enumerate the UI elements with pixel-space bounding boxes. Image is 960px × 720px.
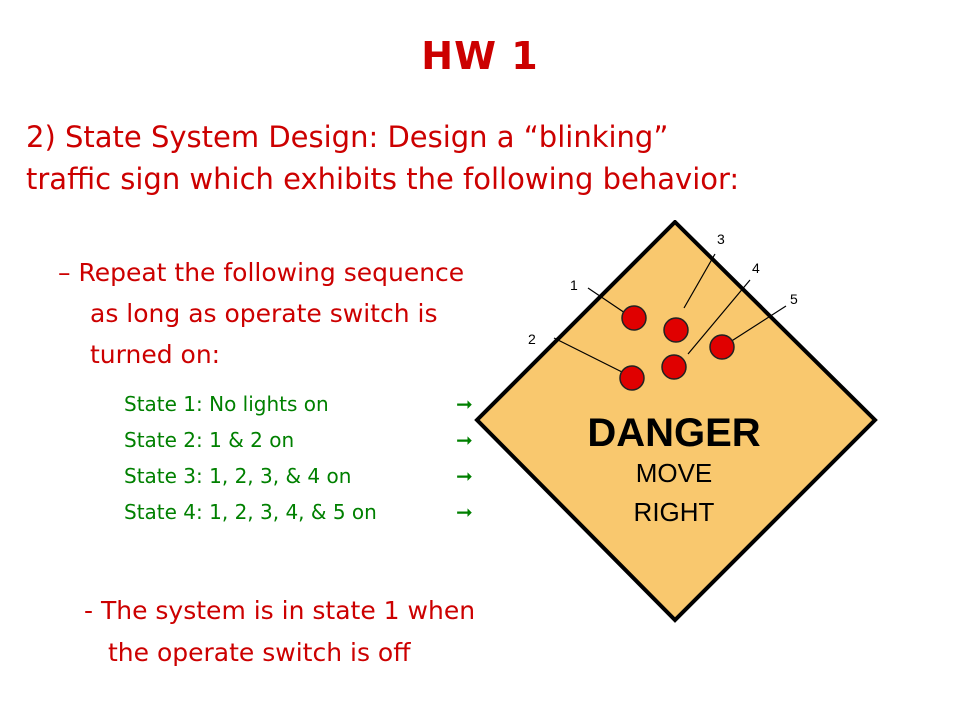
state-label: State 1:	[124, 392, 203, 416]
leader-line-3	[683, 253, 716, 309]
danger-sign-diagram: 1 2 3 4 5 DANGER MOVE RIGHT	[474, 220, 878, 623]
leader-line-4	[687, 279, 751, 355]
light-5	[709, 334, 735, 360]
light-3	[663, 317, 689, 343]
light-label-4: 4	[752, 260, 760, 276]
state-row-4: State 4: 1, 2, 3, 4, & 5 on ➞	[124, 500, 504, 536]
state-row-3: State 3: 1, 2, 3, & 4 on ➞	[124, 464, 504, 500]
light-2	[619, 365, 645, 391]
light-4	[661, 354, 687, 380]
sequence-bullet: – Repeat the following sequence as long …	[58, 252, 548, 375]
note-line-2: the operate switch is off	[108, 638, 411, 667]
state-text: 1 & 2 on	[209, 428, 295, 452]
state-list: State 1: No lights on ➞ State 2: 1 & 2 o…	[124, 392, 504, 536]
sign-line-1: MOVE	[636, 458, 713, 488]
leader-line-1	[587, 287, 626, 314]
off-state-note: - The system is in state 1 when the oper…	[84, 590, 564, 674]
sign-diamond	[474, 220, 878, 623]
bullet-line-2: as long as operate switch is	[90, 299, 438, 328]
light-label-2: 2	[528, 331, 536, 347]
right-arrow-icon: ➞	[456, 428, 473, 452]
light-label-3: 3	[717, 231, 725, 247]
light-label-1: 1	[570, 277, 578, 293]
state-text: 1, 2, 3, 4, & 5 on	[209, 500, 377, 524]
state-label: State 4:	[124, 500, 203, 524]
state-text: 1, 2, 3, & 4 on	[209, 464, 352, 488]
light-1	[621, 305, 647, 331]
bullet-line-3: turned on:	[90, 340, 221, 369]
leader-line-2	[553, 337, 623, 373]
intro-line-2: traffic sign which exhibits the followin…	[26, 162, 740, 196]
state-text: No lights on	[209, 392, 329, 416]
slide-title: HW 1	[421, 34, 539, 78]
right-arrow-icon: ➞	[456, 392, 473, 416]
right-arrow-icon: ➞	[456, 500, 473, 524]
leader-line-5	[729, 305, 787, 343]
intro-line-1: 2) State System Design: Design a “blinki…	[26, 120, 669, 154]
note-line-1: - The system is in state 1 when	[84, 596, 476, 625]
problem-intro: 2) State System Design: Design a “blinki…	[26, 116, 936, 200]
right-arrow-icon: ➞	[456, 464, 473, 488]
state-label: State 2:	[124, 428, 203, 452]
sign-heading: DANGER	[587, 411, 760, 455]
light-label-5: 5	[790, 291, 798, 307]
bullet-line-1: – Repeat the following sequence	[58, 258, 465, 287]
state-row-2: State 2: 1 & 2 on ➞	[124, 428, 504, 464]
sign-line-2: RIGHT	[634, 497, 715, 527]
state-label: State 3:	[124, 464, 203, 488]
state-row-1: State 1: No lights on ➞	[124, 392, 504, 428]
